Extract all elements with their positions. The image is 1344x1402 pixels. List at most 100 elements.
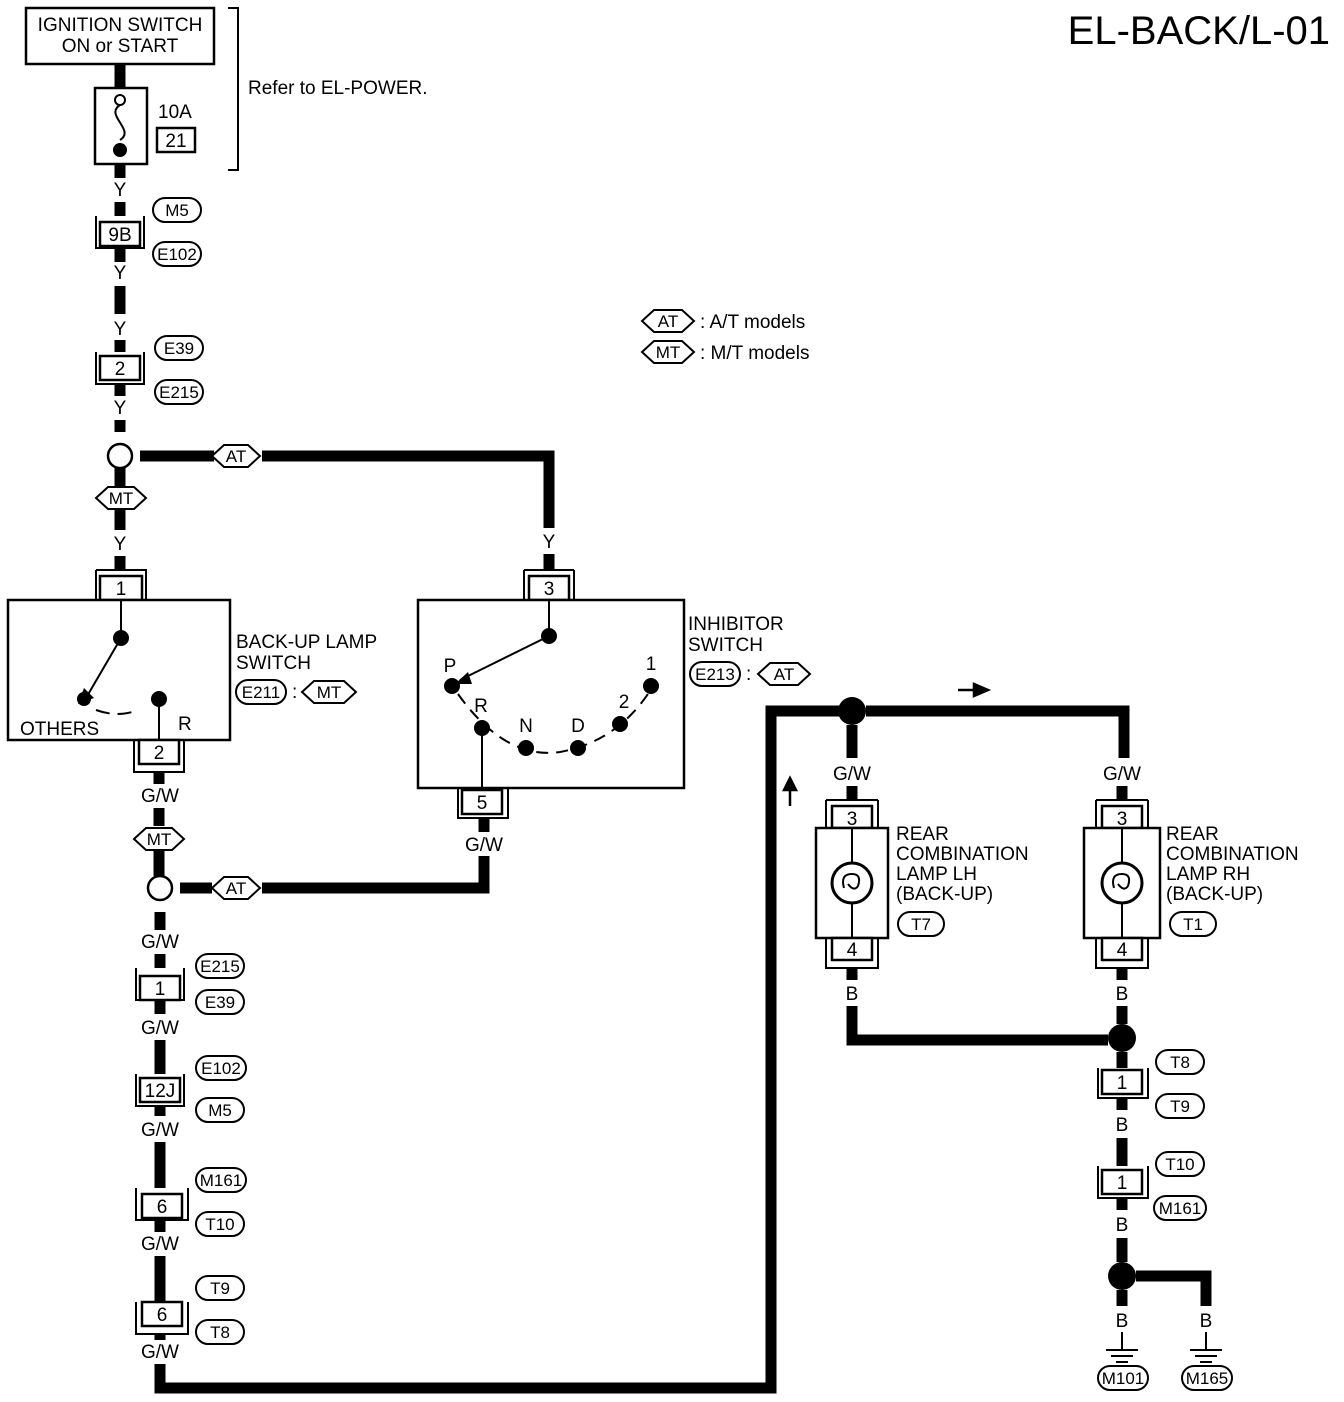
wire-color-b: B	[1116, 1115, 1129, 1136]
connector-id-e102: E102	[152, 241, 202, 267]
legend-mt-tag: MT	[656, 343, 681, 362]
fuse-rating: 10A	[158, 102, 192, 123]
svg-text:E39: E39	[164, 339, 194, 358]
connector-id-e39: E39	[154, 335, 204, 361]
wire-color-y: Y	[114, 319, 127, 340]
wire-color-y: Y	[114, 180, 127, 201]
svg-text:T8: T8	[1170, 1053, 1190, 1072]
tag-mt-lower: MT	[132, 827, 186, 851]
svg-text:1: 1	[646, 654, 657, 675]
svg-text:N: N	[519, 716, 533, 737]
svg-text:E39: E39	[205, 993, 235, 1012]
wire-color-b: B	[1116, 1311, 1129, 1332]
svg-text:AT: AT	[226, 879, 246, 898]
legend-mt-text: : M/T models	[700, 343, 809, 364]
connector-id-t9-left: T9	[195, 1275, 245, 1301]
svg-text:T7: T7	[911, 915, 931, 934]
wire-color-gw: G/W	[141, 1234, 179, 1255]
svg-text:3: 3	[544, 579, 555, 600]
connector-9b-label: 9B	[108, 225, 131, 246]
legend: AT : A/T models MT : M/T models	[640, 309, 809, 364]
svg-text:T1: T1	[1183, 915, 1203, 934]
wire-color-b: B	[1200, 1311, 1213, 1332]
lamp-rh-line2: COMBINATION	[1166, 844, 1299, 865]
splice-gw	[146, 874, 174, 902]
svg-text:M165: M165	[1186, 1369, 1229, 1388]
wire-color-gw: G/W	[833, 764, 871, 785]
backup-switch-name-1: BACK-UP LAMP	[236, 632, 377, 653]
connector-12j: 12J	[135, 1074, 185, 1107]
tag-mt-upper: MT	[94, 486, 148, 510]
connector-id-t9-right: T9	[1155, 1093, 1205, 1119]
svg-text:6: 6	[157, 1197, 168, 1218]
lamp-rh-line4: (BACK-UP)	[1166, 884, 1263, 905]
tag-mt-switch: MT	[300, 680, 358, 704]
connector-id-t8-left: T8	[195, 1319, 245, 1345]
lamp-lh-line4: (BACK-UP)	[896, 884, 993, 905]
splice-ground-lower	[1108, 1262, 1136, 1290]
svg-text:1: 1	[155, 979, 166, 1000]
svg-text:E102: E102	[157, 245, 197, 264]
bulb-icon-rh	[1100, 861, 1144, 905]
backup-lamp-switch: 1 OTHERS R 2	[6, 569, 232, 773]
svg-text:5: 5	[477, 793, 488, 814]
inhibitor-switch-name-1: INHIBITOR	[688, 614, 784, 635]
svg-text:1: 1	[1117, 1173, 1128, 1194]
connector-id-t8-right: T8	[1155, 1049, 1205, 1075]
connector-id-e215: E215	[154, 379, 204, 405]
connector-id-e213: E213	[689, 661, 741, 687]
connector-id-t7: T7	[897, 911, 945, 937]
wire-color-gw: G/W	[141, 786, 179, 807]
svg-text:T9: T9	[210, 1279, 230, 1298]
inhibitor-switch-colon: :	[746, 664, 751, 685]
svg-text:MT: MT	[147, 830, 172, 849]
svg-text:M5: M5	[165, 201, 189, 220]
svg-text:M161: M161	[200, 1171, 243, 1190]
svg-text:1: 1	[116, 579, 127, 600]
wire-color-gw: G/W	[465, 835, 503, 856]
connector-1-t8: 1	[1097, 1068, 1149, 1099]
svg-text:E102: E102	[201, 1059, 241, 1078]
lamp-lh-line2: COMBINATION	[896, 844, 1029, 865]
svg-text:T10: T10	[1165, 1155, 1194, 1174]
inhibitor-switch: 3 P R N D 2 1 5	[416, 569, 686, 819]
svg-text:2: 2	[115, 359, 126, 380]
wire-color-y: Y	[543, 532, 556, 553]
connector-6-m161: 6	[135, 1188, 189, 1221]
svg-text:M101: M101	[1102, 1369, 1145, 1388]
wire-color-b: B	[1116, 1215, 1129, 1236]
position-n	[518, 740, 534, 756]
ground-m165: M165	[1181, 1365, 1233, 1391]
tag-at-lower: AT	[210, 876, 262, 900]
connector-1-e215: 1	[135, 968, 185, 1002]
connector-id-t10-left: T10	[195, 1211, 245, 1237]
connector-id-m161-left: M161	[195, 1167, 247, 1193]
connector-id-e39-lower: E39	[195, 989, 245, 1015]
backup-switch-colon: :	[292, 682, 297, 703]
svg-text:MT: MT	[317, 683, 342, 702]
bulb-icon-lh	[830, 861, 874, 905]
backup-switch-r: R	[178, 714, 192, 735]
svg-text:AT: AT	[774, 665, 794, 684]
svg-text:12J: 12J	[145, 1081, 176, 1102]
rear-lamp-lh: 3 4	[814, 799, 890, 969]
lamp-rh-line3: LAMP RH	[1166, 864, 1250, 885]
svg-text:E211: E211	[242, 683, 280, 702]
ground-m101: M101	[1097, 1365, 1149, 1391]
diagram-title: EL-BACK/L-01	[1068, 9, 1330, 53]
tag-at-upper: AT	[210, 444, 262, 468]
wire-color-gw: G/W	[141, 932, 179, 953]
connector-6-t9: 6	[135, 1300, 189, 1335]
lamp-lh-line3: LAMP LH	[896, 864, 977, 885]
backup-switch-others: OTHERS	[20, 719, 99, 740]
fuse-number: 21	[165, 131, 186, 152]
svg-text:3: 3	[847, 809, 858, 830]
svg-text:M5: M5	[208, 1101, 232, 1120]
svg-text:1: 1	[1117, 1073, 1128, 1094]
connector-id-e215-lower: E215	[195, 953, 245, 979]
inhibitor-switch-name-2: SWITCH	[688, 635, 763, 656]
wire-color-gw: G/W	[141, 1018, 179, 1039]
ignition-switch-label-1: IGNITION SWITCH	[38, 15, 203, 36]
svg-text:T10: T10	[205, 1215, 234, 1234]
